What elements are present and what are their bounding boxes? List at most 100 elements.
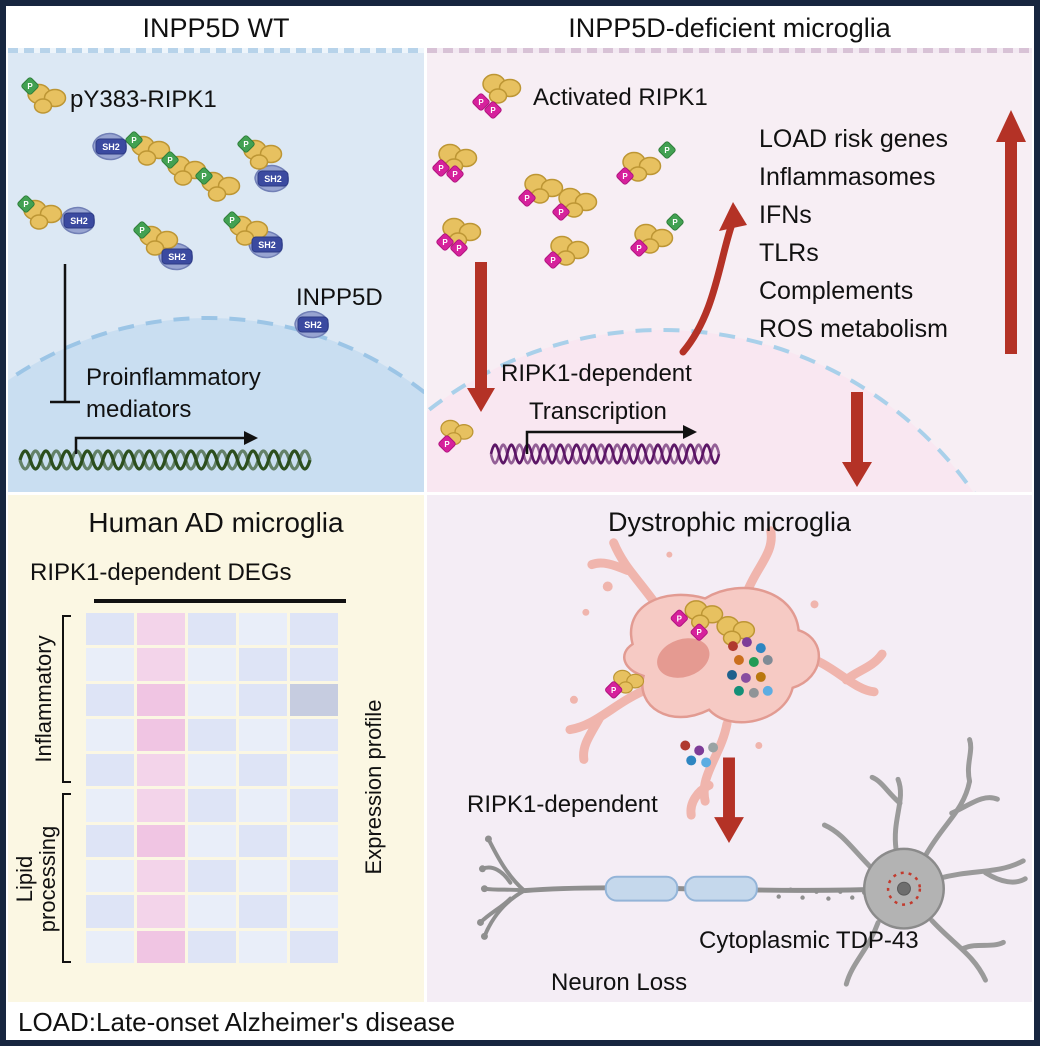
gene-item: IFNs	[759, 201, 812, 229]
panel-title: Human AD microglia	[88, 507, 344, 538]
heatmap-cell	[239, 754, 287, 787]
heatmap-cell	[290, 648, 338, 681]
heatmap-cell	[86, 789, 134, 822]
p-label: P	[456, 244, 462, 253]
sh2-chips: SH2 SH2 SH2 SH2 SH2 SH2	[63, 138, 329, 333]
p-label: P	[139, 226, 145, 235]
microglia-nucleus	[657, 638, 710, 678]
heatmap-cell	[137, 789, 185, 822]
sh2-label: SH2	[304, 320, 322, 330]
sh2-label: SH2	[264, 174, 282, 184]
gene-item: Inflammasomes	[759, 163, 936, 191]
gene-item: ROS metabolism	[759, 315, 948, 343]
gene-item: LOAD risk genes	[759, 125, 948, 153]
p-label: P	[442, 238, 448, 247]
p-label: P	[524, 194, 530, 203]
heatmap-cell	[239, 613, 287, 646]
heatmap-cell	[137, 718, 185, 752]
microglia-soma	[623, 586, 821, 724]
dystrophic-artwork: P P P	[476, 526, 1028, 987]
heatmap-cell	[137, 754, 185, 787]
heatmap-cell	[86, 895, 134, 928]
nucleus	[8, 316, 424, 492]
gene-item: Complements	[759, 277, 914, 305]
sh2-label: SH2	[168, 252, 186, 262]
heatmap-cell	[137, 930, 185, 963]
dystrophic-microglia-cell: P P P	[565, 526, 887, 820]
deficient-artwork: P P P P P P P P P P P P P P	[427, 73, 1026, 492]
heatmap-cell	[137, 648, 185, 681]
heatmap-cell	[239, 718, 287, 752]
curved-red-arrow	[679, 202, 747, 356]
p-label: P	[478, 98, 484, 107]
heatmap-grid	[86, 613, 338, 963]
gene-item: TLRs	[759, 239, 819, 267]
heatmap-cell	[137, 824, 185, 858]
myelin-sheath	[604, 875, 758, 902]
panel-header: INPP5D WT	[8, 8, 424, 48]
p-label: P	[444, 440, 450, 449]
tdp43-aggregate	[897, 881, 911, 896]
p-label: P	[697, 628, 703, 637]
dendrites	[821, 737, 1028, 987]
heatmap-cell	[188, 648, 236, 681]
transcription-label: Transcription	[529, 398, 667, 425]
panel-human-ad: Human AD microglia RIPK1-dependent DEGs …	[8, 495, 424, 1002]
heatmap-cell	[188, 895, 236, 928]
footer: LOAD:Late-onset Alzheimer's disease	[6, 1004, 1034, 1040]
p-label: P	[229, 216, 235, 225]
lipid-processing-label: Lipid processing	[12, 825, 60, 933]
heatmap-cell	[86, 683, 134, 716]
p-label: P	[550, 256, 556, 265]
cytoplasmic-tdp43-label: Cytoplasmic TDP-43	[699, 927, 919, 954]
mediators-label: mediators	[86, 396, 192, 423]
heatmap-cell	[137, 895, 185, 928]
sh2-label: SH2	[258, 240, 276, 250]
heatmap-cell	[188, 789, 236, 822]
heatmap-cell	[188, 683, 236, 716]
lipid-bracket	[62, 793, 71, 963]
panel-title: INPP5D-deficient microglia	[568, 12, 891, 43]
p-label: P	[201, 172, 207, 181]
heatmap-cell	[239, 930, 287, 963]
p-label: P	[677, 614, 683, 623]
p-label: P	[131, 136, 137, 145]
proinflammatory-label: Proinflammatory	[86, 364, 261, 391]
p-label: P	[558, 208, 564, 217]
p-label: P	[636, 244, 642, 253]
heatmap-cell	[290, 718, 338, 752]
heatmap-title: RIPK1-dependent DEGs	[30, 559, 292, 586]
heatmap-cell	[290, 613, 338, 646]
heatmap-cell	[137, 683, 185, 716]
load-definition: LOAD:Late-onset Alzheimer's disease	[18, 1006, 456, 1037]
p-label: P	[611, 686, 617, 695]
panel-title: Dystrophic microglia	[607, 507, 852, 537]
heatmap-cell	[188, 860, 236, 893]
heatmap-cell	[86, 754, 134, 787]
red-down-arrow	[714, 757, 744, 843]
heatmap-cell	[239, 860, 287, 893]
expression-profile-label: Expression profile	[361, 699, 386, 875]
heatmap-cell	[188, 824, 236, 858]
heatmap-cell	[86, 860, 134, 893]
inflammatory-label: Inflammatory	[31, 635, 56, 763]
heatmap-cell	[188, 718, 236, 752]
inpp5d-label: INPP5D	[296, 284, 383, 311]
inflammatory-bracket	[62, 615, 71, 783]
red-up-arrow	[996, 110, 1026, 354]
heatmap-cell	[86, 613, 134, 646]
p-label: P	[438, 164, 444, 173]
membrane-dashes	[8, 48, 424, 53]
p-label: P	[452, 170, 458, 179]
heatmap-cell	[239, 895, 287, 928]
inhibition-line	[50, 264, 80, 404]
heatmap-cell	[137, 613, 185, 646]
gene-list: LOAD risk genes Inflammasomes IFNs TLRs …	[759, 120, 948, 348]
heatmap-cell	[86, 824, 134, 858]
wt-artwork: P P P P P P P P SH2 SH2 SH2 SH2 SH2 SH2	[8, 76, 424, 492]
ripk1-dependent-label: RIPK1-dependent	[501, 360, 692, 387]
heatmap-cell	[188, 754, 236, 787]
panel-inpp5d-wt: P P P P P P P P SH2 SH2 SH2 SH2 SH2 SH2 …	[8, 8, 424, 492]
tdp43-dotted-ring	[886, 871, 922, 906]
